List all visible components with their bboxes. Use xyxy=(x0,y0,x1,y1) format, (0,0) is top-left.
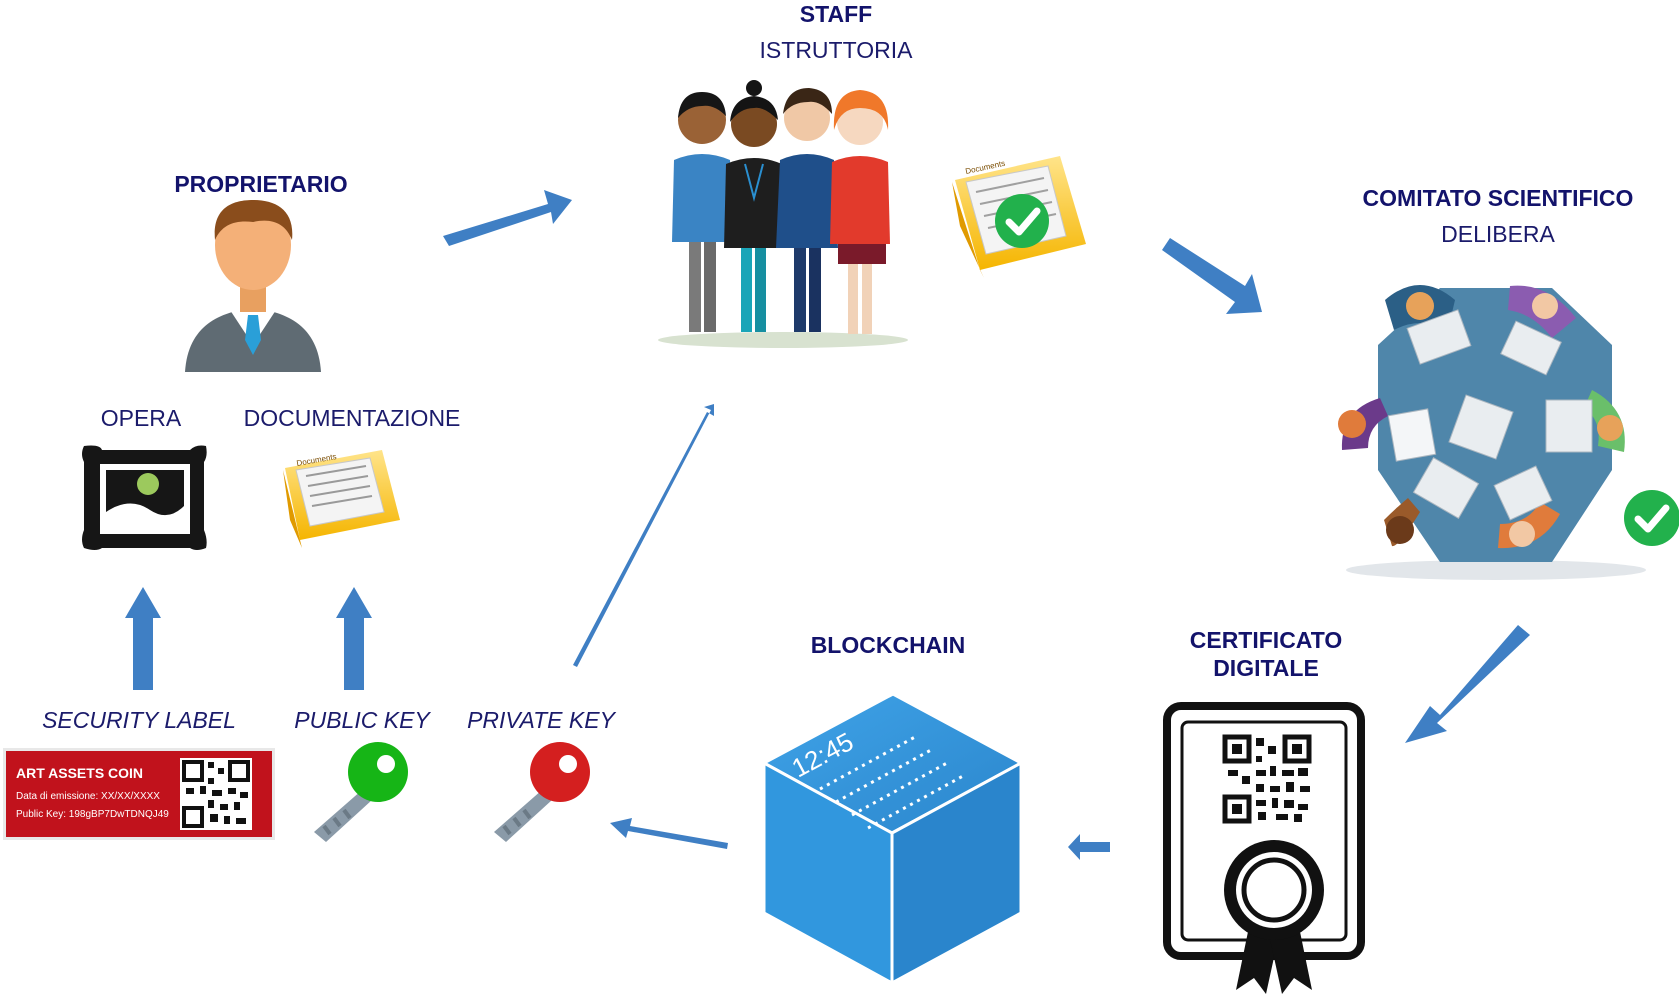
security-label-date: Data di emissione: XX/XX/XXXX xyxy=(16,791,160,802)
painting-frame-icon xyxy=(82,445,207,550)
arrow-public-key-to-documentazione xyxy=(336,587,372,690)
label-staff: STAFF xyxy=(799,1,873,27)
security-label-qr-overlay xyxy=(180,758,252,830)
meeting-table-icon xyxy=(1338,285,1679,580)
label-security-label: SECURITY LABEL xyxy=(42,707,236,733)
arrow-blockchain-to-private-key xyxy=(610,818,728,849)
arrow-comitato-to-certificato xyxy=(1405,625,1530,743)
qr-code-icon xyxy=(1222,734,1312,824)
arrow-private-key-to-staff xyxy=(573,404,714,667)
label-proprietario: PROPRIETARIO xyxy=(174,171,348,197)
private-key-icon xyxy=(494,742,590,842)
label-comitato-scientifico: COMITATO SCIENTIFICO xyxy=(1362,185,1634,211)
label-opera: OPERA xyxy=(100,405,182,431)
check-icon xyxy=(995,194,1049,248)
meeting-people xyxy=(1338,285,1625,549)
digital-certificate-icon xyxy=(1163,702,1365,994)
check-icon xyxy=(1624,490,1679,546)
label-documentazione: DOCUMENTAZIONE xyxy=(243,405,461,431)
approved-folder-icon: Documents xyxy=(952,156,1086,278)
documents-folder-icon: Documents xyxy=(283,450,400,548)
blockchain-cube-icon: 12:45 xyxy=(760,692,1025,986)
security-label-title: ART ASSETS COIN xyxy=(16,765,144,781)
public-key-icon xyxy=(314,742,408,842)
arrow-certificato-to-blockchain xyxy=(1068,834,1110,860)
laptops xyxy=(1387,309,1593,521)
staff-person-2 xyxy=(724,80,784,332)
award-rosette-icon xyxy=(1224,840,1324,994)
label-istruttoria: ISTRUTTORIA xyxy=(759,37,913,63)
staff-people-icon xyxy=(658,80,908,348)
label-blockchain: BLOCKCHAIN xyxy=(810,632,966,658)
businessman-icon xyxy=(185,200,321,372)
label-public-key: PUBLIC KEY xyxy=(294,707,430,733)
staff-person-1 xyxy=(672,92,734,332)
label-delibera: DELIBERA xyxy=(1441,221,1555,247)
staff-person-4 xyxy=(830,90,890,334)
arrow-staff-to-comitato xyxy=(1162,238,1262,314)
label-private-key: PRIVATE KEY xyxy=(467,707,615,733)
label-certificato-digitale: CERTIFICATO DIGITALE xyxy=(1189,627,1343,681)
security-label-key: Public Key: 198gBP7DwTDNQJ49 xyxy=(16,809,169,820)
staff-person-3 xyxy=(776,88,838,332)
arrow-security-label-to-opera xyxy=(125,587,161,690)
arrow-proprietario-to-staff xyxy=(443,190,572,246)
